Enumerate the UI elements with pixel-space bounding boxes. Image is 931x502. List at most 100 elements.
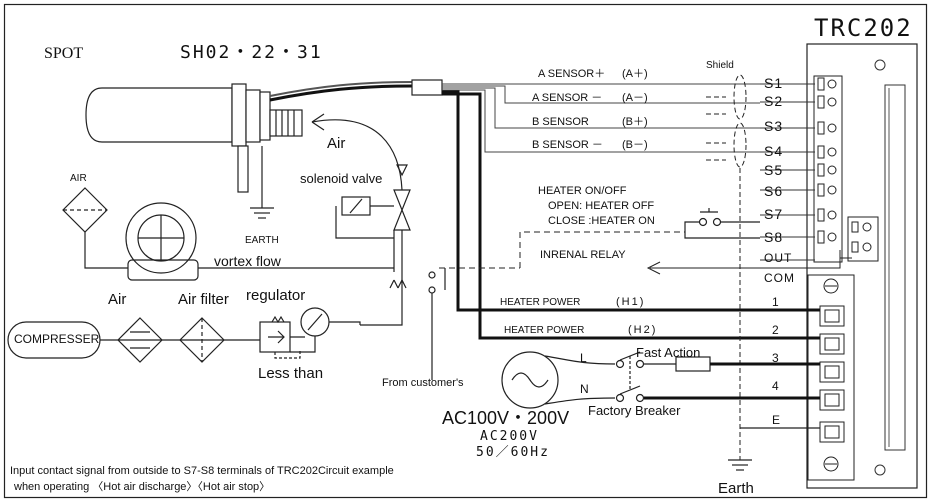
mount-hole-bottom — [874, 464, 886, 476]
footer-line-1: Input contact signal from outside to S7-… — [10, 465, 394, 477]
terminal-screw — [827, 185, 837, 195]
spot-heater — [85, 83, 303, 193]
heater-power-2-code: (H2) — [628, 324, 658, 336]
terminal-label-com: COM — [764, 271, 795, 285]
terminal-label-s7: S7 — [764, 206, 784, 222]
terminal-screw-slot — [817, 208, 825, 222]
sensor-a-minus-code: (A－) — [622, 92, 648, 104]
power-wires — [644, 362, 820, 400]
terminal-label-s3: S3 — [764, 118, 784, 134]
block-screw — [823, 456, 839, 472]
terminal-screw — [827, 165, 837, 175]
part-number: SH02・22・31 — [180, 42, 323, 63]
sensor-b-minus-code: (B－) — [622, 139, 648, 151]
sensor-a-plus: A SENSOR＋ — [538, 68, 606, 80]
terminal-label-s5: S5 — [764, 162, 784, 178]
sensor-wires — [442, 83, 760, 153]
block-screw — [823, 278, 839, 294]
heater-power-1: HEATER POWER — [500, 297, 581, 308]
model-title: TRC202 — [814, 14, 913, 42]
heater-onoff-title: HEATER ON/OFF — [538, 185, 627, 197]
terminal-screw — [827, 147, 837, 157]
air-filter-label: Air filter — [178, 291, 229, 308]
vortex-assembly — [62, 187, 394, 281]
air-path — [311, 113, 446, 380]
line-n-label: N — [580, 382, 589, 396]
heater-open-text: OPEN: HEATER OFF — [548, 200, 655, 212]
power-terminal-label-1: 1 — [772, 295, 779, 309]
earth-bottom-label: Earth — [718, 480, 754, 497]
spot-label: SPOT — [44, 45, 84, 62]
fast-action-label: Fast Action — [636, 345, 701, 360]
terminal-screw-slot — [817, 95, 825, 109]
relay-terminal-block — [847, 216, 879, 262]
sensor-b-minus: B SENSOR － — [532, 139, 603, 151]
air-label: Air — [327, 135, 346, 152]
cable-connector — [411, 79, 443, 96]
shield-marks — [706, 74, 747, 460]
terminal-label-out: OUT — [764, 251, 793, 265]
sensor-a-minus: A SENSOR － — [532, 92, 603, 104]
power-terminal-screw — [819, 333, 845, 355]
signal-terminals — [817, 77, 837, 244]
terminal-screw-slot — [817, 121, 825, 135]
power-terminals — [819, 278, 845, 472]
frequency-label: 50／60Hz — [476, 445, 550, 460]
solenoid-valve-label: solenoid valve — [300, 171, 383, 186]
terminal-screw-slot — [817, 230, 825, 244]
relay-lines — [439, 231, 852, 275]
terminal-screw-slot — [817, 77, 825, 91]
power-terminal-screw — [819, 389, 845, 411]
power-terminal-block — [807, 274, 855, 481]
sensor-b-plus: B SENSOR — [532, 116, 589, 128]
regulator-label: regulator — [246, 287, 306, 304]
terminal-screw — [827, 79, 837, 89]
less-than-label: Less than — [258, 365, 324, 382]
vortex-flow-label: vortex flow — [214, 253, 281, 269]
heater-power-wires — [442, 90, 820, 340]
earth-label: EARTH — [245, 235, 279, 246]
internal-relay-label: INRENAL RELAY — [540, 249, 626, 261]
controller-box — [806, 43, 918, 489]
factory-breaker-label: Factory Breaker — [588, 403, 681, 418]
power-terminal-screw — [819, 421, 845, 443]
terminal-screw-slot — [817, 183, 825, 197]
terminal-label-s8: S8 — [764, 229, 784, 245]
sensor-b-plus-code: (B＋) — [622, 116, 648, 128]
mount-hole-top — [874, 59, 886, 71]
ac-alt-voltage-label: AC200V — [480, 429, 539, 444]
terminal-label-s1: S1 — [764, 75, 784, 91]
power-terminal-label-2: 2 — [772, 323, 779, 337]
relay-terminals — [851, 221, 872, 253]
diagram-frame — [3, 3, 928, 499]
power-terminal-screw — [819, 305, 845, 327]
heater-switch — [684, 208, 760, 239]
sensor-cable — [269, 81, 413, 102]
ac-source — [501, 351, 616, 409]
line-l-label: L — [580, 351, 587, 365]
terminal-screw — [827, 232, 837, 242]
heater-close-text: CLOSE :HEATER ON — [548, 215, 655, 227]
power-terminal-screw — [819, 361, 845, 383]
power-terminal-label-3: 3 — [772, 351, 779, 365]
compresser-label: COMPRESSER — [14, 332, 100, 346]
air-bottom-label: Air — [108, 291, 127, 308]
din-rail — [884, 84, 906, 451]
earth-symbol — [250, 146, 274, 219]
shield-label: Shield — [706, 60, 734, 71]
ac-voltage-label: AC100V・200V — [442, 408, 570, 428]
terminal-screw-slot — [817, 163, 825, 177]
heater-power-1-code: (H1) — [616, 296, 646, 308]
power-terminal-label-4: 4 — [772, 379, 779, 393]
terminal-label-s4: S4 — [764, 143, 784, 159]
terminal-leads — [760, 83, 815, 261]
terminal-label-s6: S6 — [764, 183, 784, 199]
power-terminal-label-e: E — [772, 413, 781, 427]
terminal-screw-slot — [817, 145, 825, 159]
from-customers-label: From customer's — [382, 377, 464, 389]
signal-terminal-block — [813, 75, 843, 263]
footer-line-2: when operating 〈Hot air discharge〉〈Hot a… — [14, 481, 271, 493]
air-top-label: AIR — [70, 173, 87, 184]
terminal-label-s2: S2 — [764, 93, 784, 109]
